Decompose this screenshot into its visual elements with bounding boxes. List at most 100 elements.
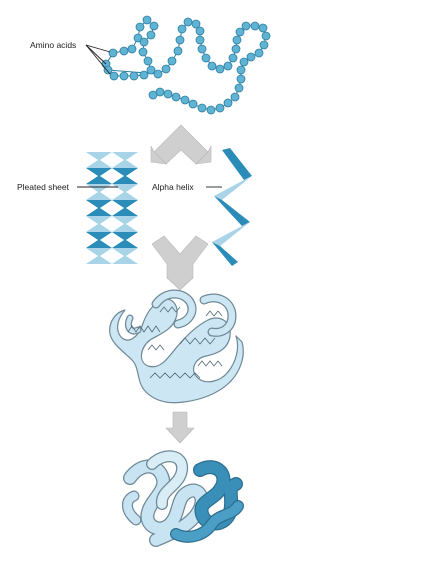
amino-acid-bead [246,52,256,62]
amino-acid-bead [149,21,159,31]
quaternary-dark-chain-2-fill [171,501,243,542]
helix-ribbon-segment [212,242,238,266]
amino-acid-bead [139,37,149,47]
quaternary-dark-chain-fill [194,461,242,530]
pointer-line-2 [85,44,107,65]
amino-acid-bead [195,35,205,45]
amino-acid-bead [258,23,268,33]
pointer-line-1 [85,44,111,53]
sheet-strand-segment [86,200,112,216]
tertiary-squiggle-4 [149,372,201,379]
amino-acid-bead [197,103,207,113]
split-arrow-left-head [150,145,167,165]
pointer-line-3 [85,44,111,75]
quaternary-light-chain-3-fill [123,491,141,525]
tertiary-squiggle-6 [197,360,223,367]
tertiary-loop-top-inner [152,290,196,328]
amino-acid-bead [167,56,177,66]
amino-acid-bead [228,53,238,63]
sheet-strand-segment [112,152,138,168]
amino-acid-bead [139,70,149,80]
sheet-strand-segment [112,216,138,232]
amino-acid-bead [215,64,225,74]
tertiary-loop-right-inner [200,294,236,336]
helix-ribbon-segment [222,148,252,180]
alpha-helix-label: Alpha helix [152,182,194,192]
tertiary-squiggle-1 [127,325,161,333]
amino-acid-bead [163,89,173,99]
merge-arrow-icon [151,235,209,291]
amino-acid-bead [142,15,152,25]
amino-acid-bead [161,64,171,74]
amino-acid-bead [206,105,216,115]
amino-acid-bead [153,69,163,79]
sheet-strand-segment [112,248,138,264]
alpha-helix-label-group: Alpha helix [152,182,222,192]
amino-acid-bead [236,74,246,84]
amino-acid-bead [129,71,139,81]
quaternary-structure [122,450,244,547]
amino-acid-bead [109,71,119,81]
pleated-sheet [86,152,138,264]
amino-acid-bead [236,65,246,75]
tertiary-squiggle-3 [179,337,216,345]
amino-acid-bead [127,44,137,54]
helix-ribbon-segment [214,196,250,226]
amino-acids-label-group: Amino acids [30,40,111,75]
amino-acid-bead [119,46,129,56]
amino-acid-bead [191,19,201,29]
amino-acids-label: Amino acids [30,40,76,50]
quaternary-light-chain-2-fill [147,451,187,509]
amino-acid-bead [148,90,158,100]
amino-acid-bead [183,17,193,27]
sheet-strand-segment [112,168,138,184]
sheet-strand-segment [86,184,112,200]
amino-acid-bead [223,98,233,108]
helix-ribbon-segment [214,176,252,200]
pleated-sheet-label: Pleated sheet [17,182,70,192]
split-arrow-right-head [195,145,212,165]
sheet-strand-segment [112,184,138,200]
amino-acid-bead [146,65,156,75]
helix-ribbon-segment [212,222,250,246]
amino-acid-bead [173,46,183,56]
amino-acid-bead [259,40,269,50]
sheet-strand-segment [86,216,112,232]
pleated-sheet-label-group: Pleated sheet [17,182,118,192]
amino-acid-bead [223,61,233,71]
down-arrow-icon [165,411,195,444]
amino-acid-bead [231,44,241,54]
amino-acid-bead [215,103,225,113]
amino-acid-bead [197,44,207,54]
sheet-strand-segment [86,232,112,248]
amino-acid-bead [241,21,251,31]
tertiary-structure [109,289,244,404]
amino-acid-bead [138,47,148,57]
amino-acid-bead [146,30,156,40]
sheet-strand-segment [112,232,138,248]
tertiary-squiggle-2 [159,306,181,313]
amino-acid-bead [143,56,153,66]
amino-acid-bead [135,22,145,32]
amino-acid-bead [201,53,211,63]
amino-acid-bead [171,92,181,102]
tertiary-loop-left-inner [126,315,141,334]
amino-acid-bead [250,21,260,31]
amino-acid-bead [254,48,264,58]
amino-acid-bead [261,31,271,41]
amino-acid-bead [232,35,242,45]
amino-acid-bead [207,61,217,71]
amino-acid-bead [103,65,113,75]
amino-acid-bead [195,26,205,36]
amino-acid-bead [230,92,240,102]
amino-acid-bead [239,57,249,67]
amino-acid-bead [180,95,190,105]
split-arrow-icon [153,124,209,165]
sheet-strand-segment [86,248,112,264]
amino-acid-bead [188,99,198,109]
tertiary-squiggle-7 [147,344,165,351]
amino-acid-bead [108,48,118,58]
tertiary-squiggle-5 [205,310,223,317]
amino-acid-bead [119,71,129,81]
